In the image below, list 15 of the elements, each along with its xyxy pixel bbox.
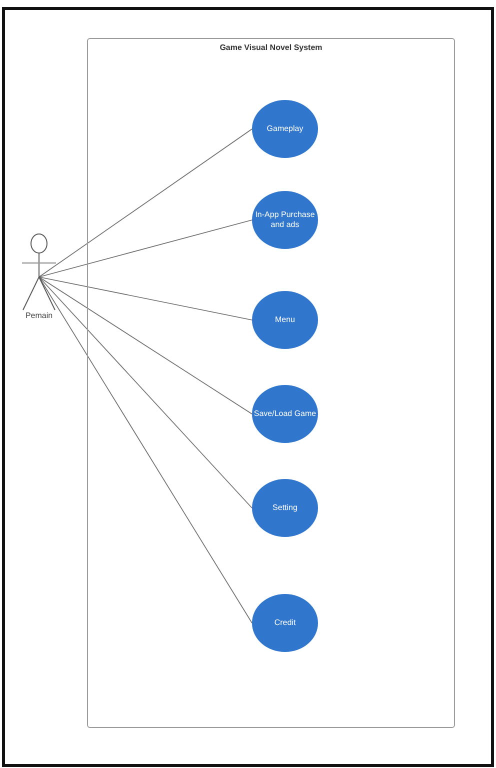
association-line xyxy=(38,276,252,320)
association-line xyxy=(38,276,252,624)
association-line xyxy=(38,276,252,508)
association-line xyxy=(38,128,252,278)
system-title: Game Visual Novel System xyxy=(220,42,322,53)
use-case-label: Save/Load Game xyxy=(254,409,316,419)
actor-label: Pemain xyxy=(25,311,53,321)
use-case-label: Gameplay xyxy=(266,124,304,134)
use-case-label: Menu xyxy=(274,315,295,325)
use-case-label: In-App Purchase and ads xyxy=(254,210,316,230)
association-line xyxy=(38,220,252,278)
system-boundary xyxy=(87,38,455,728)
association-line xyxy=(38,276,252,414)
use-case-label: Credit xyxy=(274,618,296,628)
use-case-label: Setting xyxy=(272,503,298,513)
